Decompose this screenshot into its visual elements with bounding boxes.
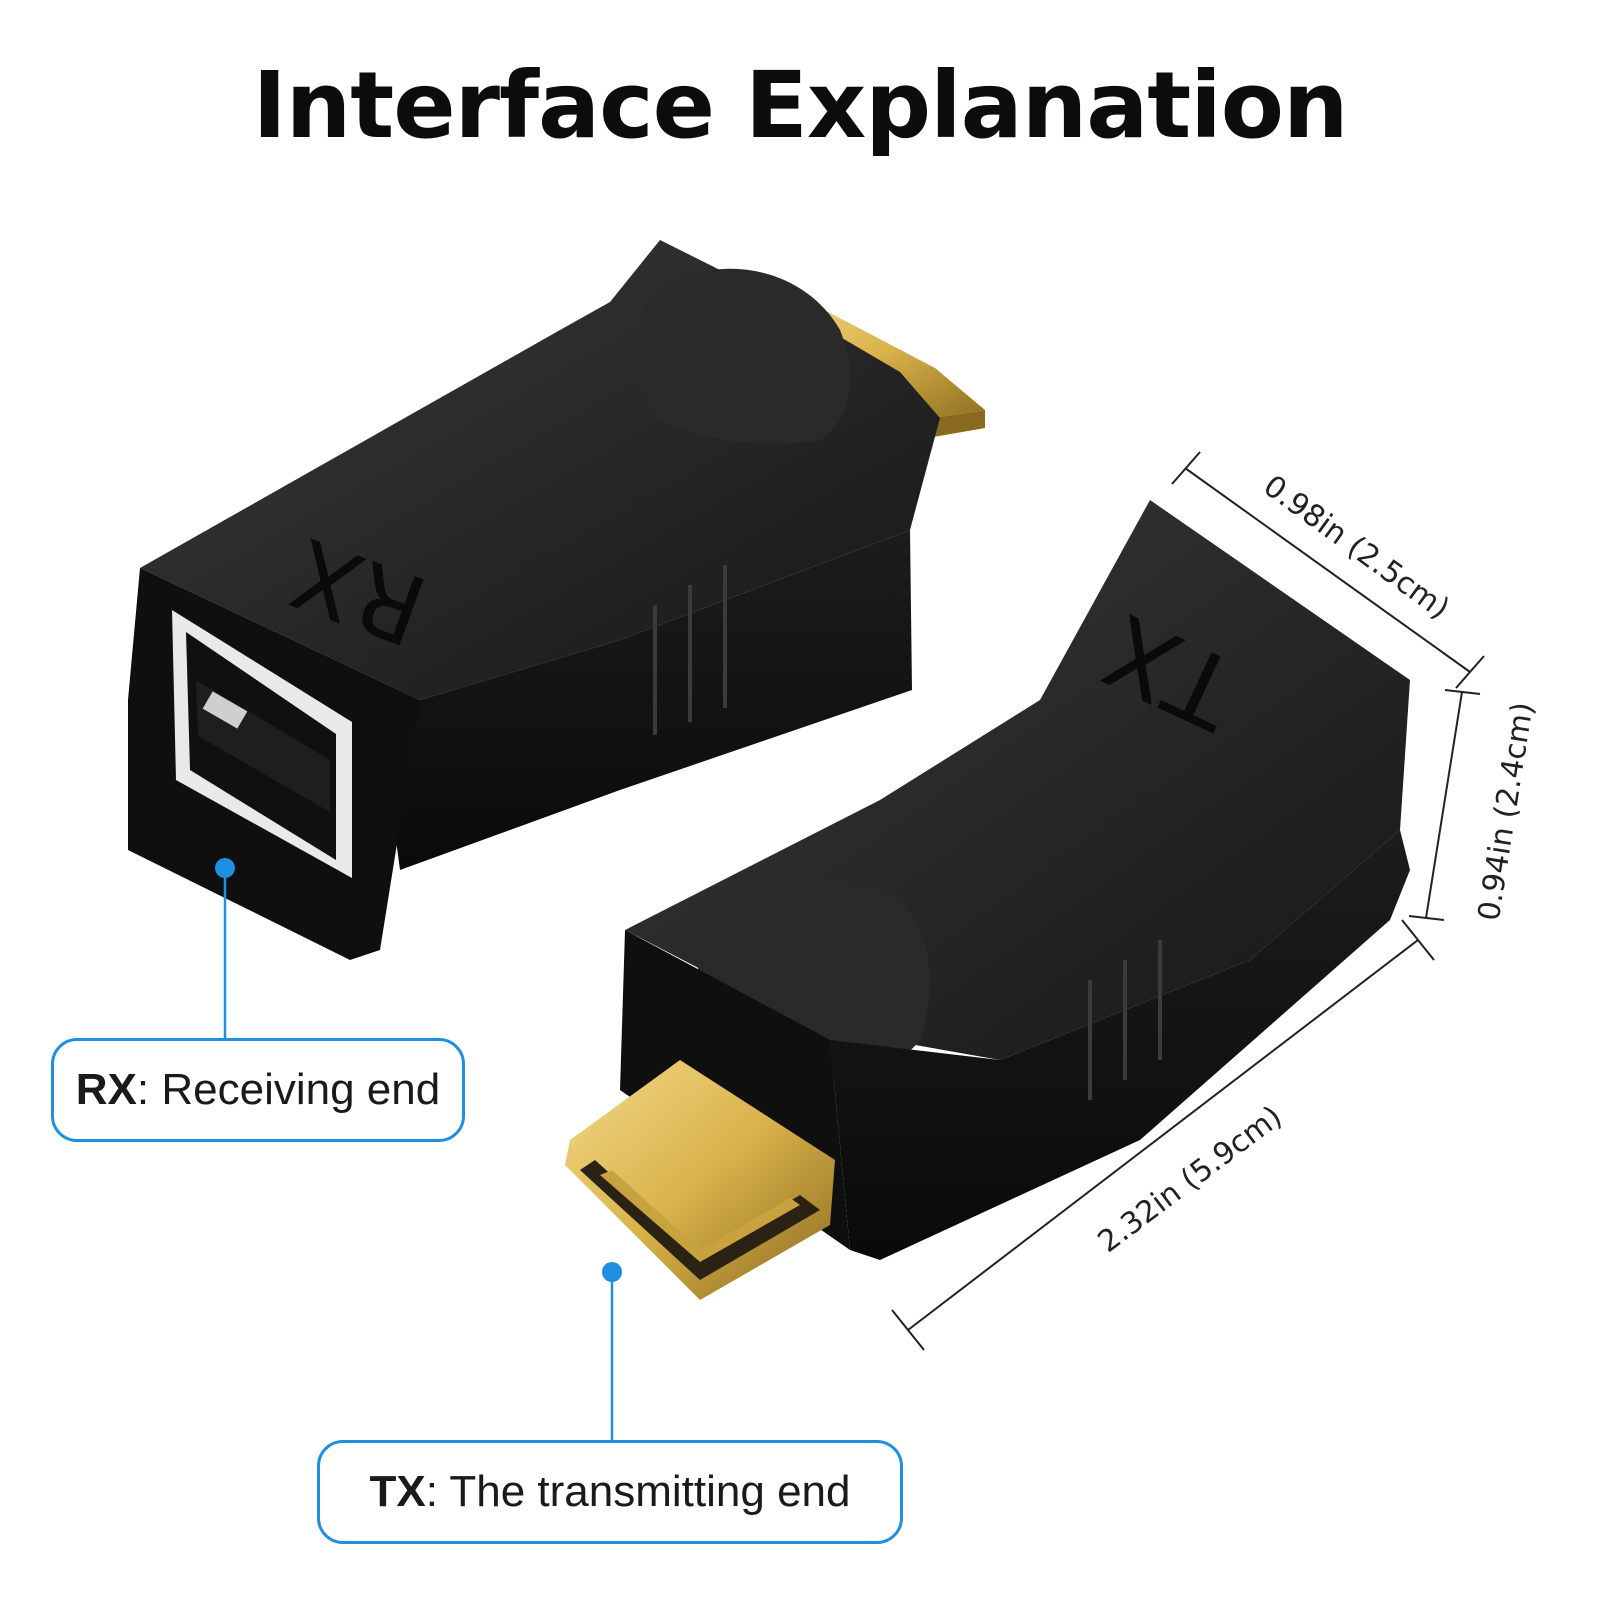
- rx-callout: RX : Receiving end: [51, 1038, 465, 1142]
- tx-callout-text: : The transmitting end: [425, 1467, 851, 1516]
- tx-body-side: [830, 830, 1410, 1260]
- tx-callout-abbr: TX: [369, 1467, 426, 1516]
- rx-pointer: [215, 858, 235, 1038]
- hdmi-plug-icon: [565, 1060, 835, 1300]
- rx-body-side: [380, 530, 912, 870]
- dimension-lines: [891, 451, 1485, 1351]
- rx-adapter: RX: [128, 240, 985, 960]
- rx-callout-text: : Receiving end: [136, 1065, 441, 1114]
- tx-pointer: [602, 1262, 622, 1440]
- rx-callout-abbr: RX: [75, 1065, 137, 1114]
- tx-callout: TX : The transmitting end: [317, 1440, 903, 1544]
- tx-adapter: TX: [565, 500, 1410, 1300]
- page-title: Interface Explanation: [252, 52, 1349, 159]
- rj45-port-icon: [172, 610, 352, 878]
